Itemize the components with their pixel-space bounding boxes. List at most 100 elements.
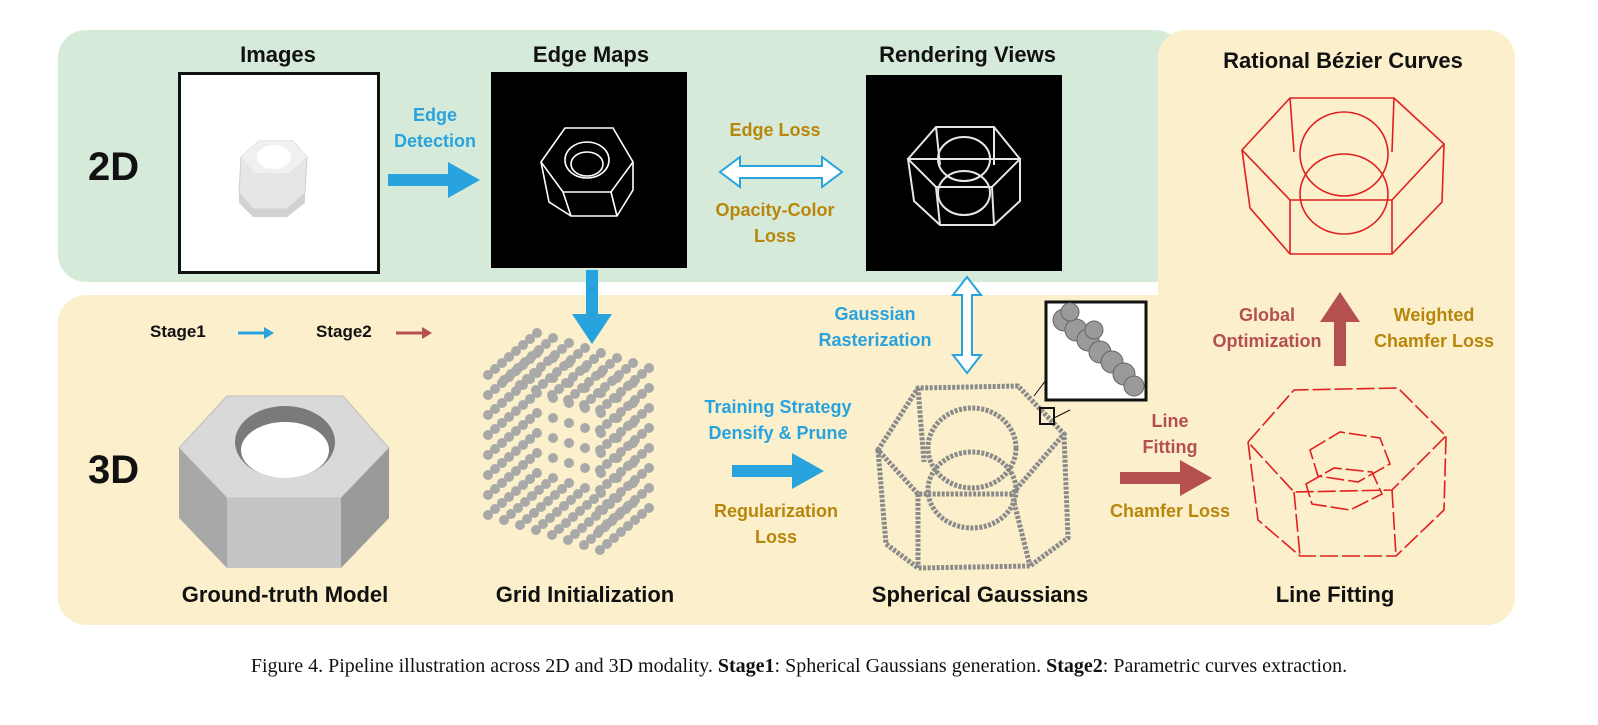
grid-point (490, 404, 500, 414)
grid-point (483, 370, 493, 380)
grid-point (529, 508, 539, 518)
grid-point (580, 403, 590, 413)
grid-point (566, 495, 576, 505)
grid-point (532, 368, 542, 378)
grid-point (483, 470, 493, 480)
grid-point (511, 426, 521, 436)
grid-point (564, 358, 574, 368)
grid-initialization-points-icon (483, 328, 654, 555)
grid-point (536, 502, 546, 512)
gaussian-rasterization-label: Gaussian Rasterization (818, 304, 932, 350)
grid-point (518, 380, 528, 390)
grid-point (538, 519, 548, 529)
grid-point (596, 448, 606, 458)
grid-point (511, 446, 521, 456)
grid-point (518, 440, 528, 450)
grid-point (607, 516, 617, 526)
grid-point (497, 358, 507, 368)
grid-point (527, 491, 537, 501)
grid-point (637, 489, 647, 499)
grid-point (628, 358, 638, 368)
grid-point (513, 503, 523, 513)
grid-point (612, 413, 622, 423)
grid-point (504, 372, 514, 382)
line-fitting-arrow-icon (1120, 460, 1212, 496)
grid-point (644, 483, 654, 493)
grid-point (589, 494, 599, 504)
grid-point (504, 492, 514, 502)
grid-point (518, 460, 528, 470)
grid-point (504, 472, 514, 482)
row-label-3d: 3D (88, 448, 140, 492)
global-optimization-arrow-icon (1320, 292, 1360, 366)
grid-point (497, 398, 507, 408)
grid-point (518, 420, 528, 430)
grid-point (598, 505, 608, 515)
grid-point (511, 346, 521, 356)
grid-point (525, 414, 535, 424)
grid-point (596, 468, 606, 478)
grid-point (580, 343, 590, 353)
grid-point (499, 515, 509, 525)
grid-point (504, 352, 514, 362)
grid-point (637, 469, 647, 479)
grid-point (579, 540, 589, 550)
grid-point (532, 408, 542, 418)
grid-point (596, 408, 606, 418)
grid-point (628, 378, 638, 388)
grid-point (584, 517, 594, 527)
grid-point (612, 453, 622, 463)
grid-point (525, 374, 535, 384)
header-spherical-gaussians: Spherical Gaussians (871, 582, 1089, 607)
grid-point (543, 496, 553, 506)
header-images: Images (240, 42, 316, 67)
grid-point (511, 486, 521, 496)
grid-point (596, 348, 606, 358)
training-arrow-icon (732, 453, 824, 489)
grid-point (490, 484, 500, 494)
grid-point (490, 464, 500, 474)
line-fitting-wireframe-icon (1246, 387, 1448, 557)
header-rendering-views: Rendering Views (879, 42, 1056, 67)
grid-point (580, 383, 590, 393)
edge-to-grid-arrow-icon (572, 270, 612, 344)
grid-point (580, 363, 590, 373)
grid-point (580, 423, 590, 433)
header-ground-truth: Ground-truth Model (181, 582, 389, 607)
grid-point (515, 520, 525, 530)
edge-loss-label: Edge Loss (729, 120, 821, 140)
bezier-curves-wireframe-icon (1240, 97, 1446, 255)
grid-point (564, 338, 574, 348)
grid-point (541, 479, 551, 489)
grid-point (602, 439, 612, 449)
grid-point (586, 534, 596, 544)
grid-point (621, 504, 631, 514)
edge-detection-arrow-icon (388, 162, 480, 198)
grid-point (637, 389, 647, 399)
grid-point (554, 524, 564, 534)
grid-point (483, 450, 493, 460)
hex-nut-edges-icon (540, 127, 634, 217)
grid-point (596, 488, 606, 498)
header-rational-bezier: Rational Bézier Curves (1223, 48, 1463, 73)
legend-stage1: Stage1 (150, 322, 206, 341)
grid-point (547, 530, 557, 540)
grid-point (525, 474, 535, 484)
grid-point (577, 523, 587, 533)
header-edge-maps: Edge Maps (532, 42, 650, 67)
grid-point (564, 378, 574, 388)
grid-point (596, 428, 606, 438)
grid-point (511, 386, 521, 396)
grid-point (582, 500, 592, 510)
grid-point (548, 353, 558, 363)
grid-point (483, 510, 493, 520)
grid-point (568, 512, 578, 522)
spherical-gaussians-wireframe-icon (874, 383, 1071, 571)
grid-point (630, 515, 640, 525)
grid-point (621, 364, 631, 374)
grid-point (504, 412, 514, 422)
grid-point (532, 348, 542, 358)
grid-point (602, 399, 612, 409)
grid-point (628, 398, 638, 408)
grid-point (532, 388, 542, 398)
